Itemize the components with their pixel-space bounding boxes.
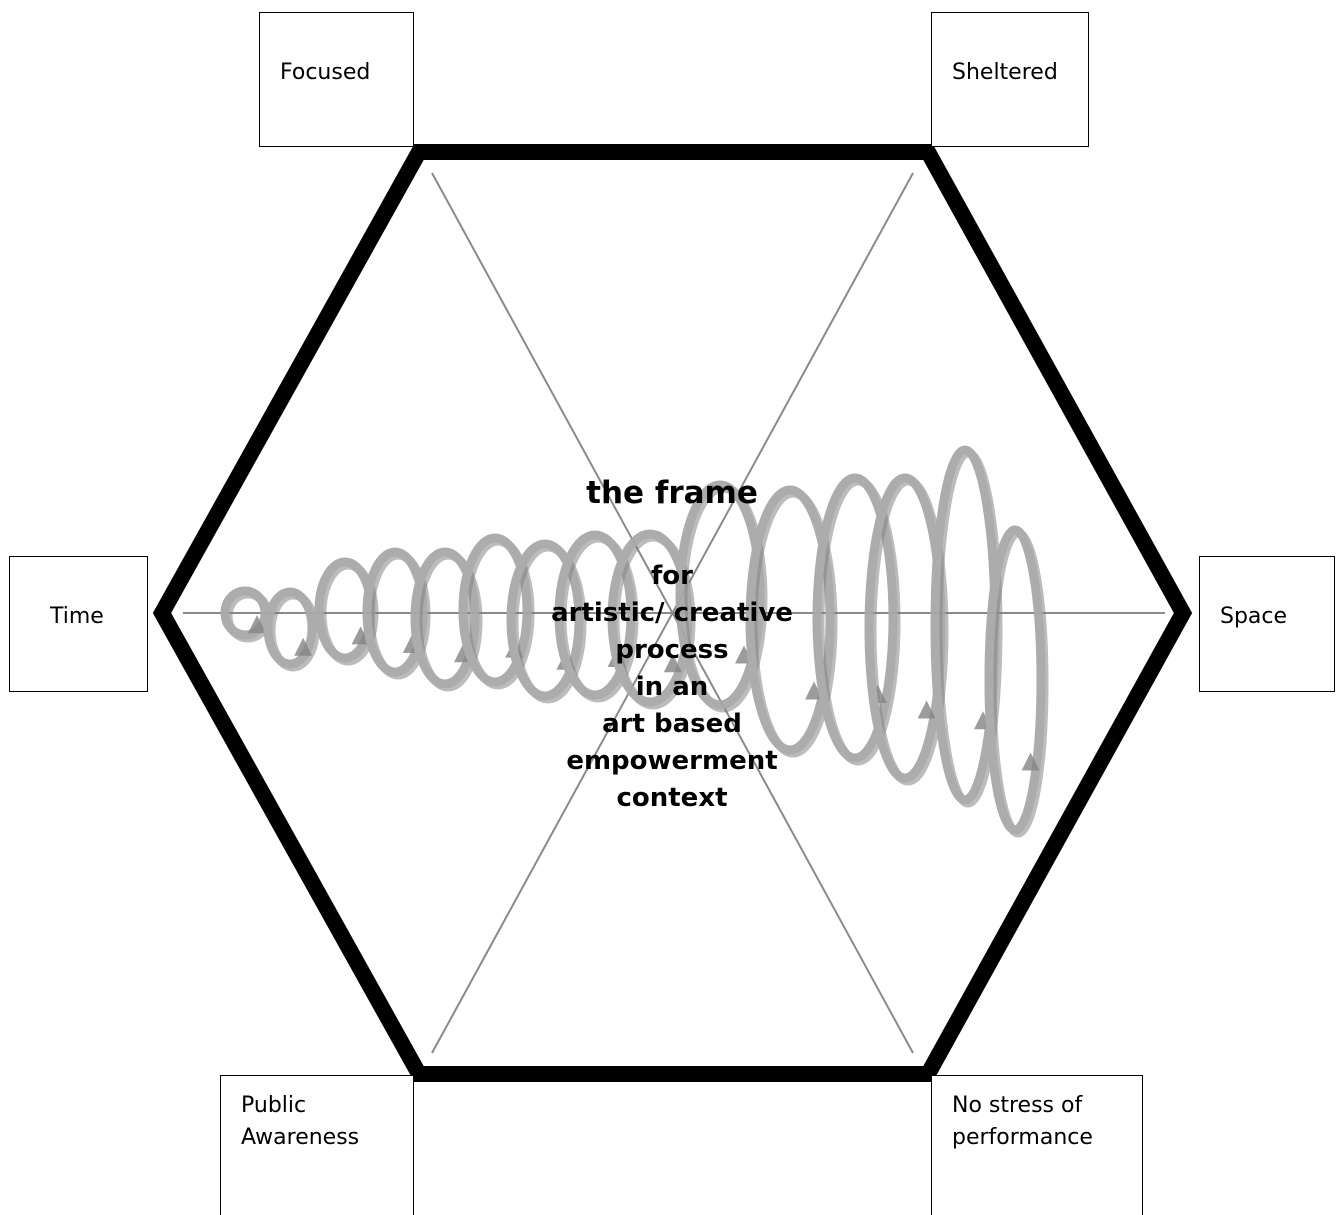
frame-line: process	[615, 635, 729, 665]
frame-line: for	[651, 561, 693, 591]
spiral-loop	[362, 547, 428, 677]
corner-label-no-stress: No stress of performance	[952, 1093, 1093, 1150]
spiral-loop	[675, 480, 765, 710]
spiral-loop	[984, 525, 1046, 835]
spiral-loop	[745, 485, 835, 755]
corner-box-public-awareness: Public Awareness	[220, 1075, 414, 1215]
spiral-arrowhead	[248, 615, 266, 634]
hexagon-frame	[152, 144, 1193, 1082]
frame-line: in an	[635, 672, 709, 702]
corner-box-sheltered: Sheltered	[931, 12, 1089, 147]
corner-label-time: Time	[50, 604, 104, 629]
corner-box-space: Space	[1199, 556, 1335, 692]
spiral-arrowhead	[351, 626, 370, 645]
frame-line: artistic/ creative	[551, 598, 793, 628]
frame-line: context	[616, 783, 728, 813]
frame-description: for artistic/ creative process in an art…	[472, 558, 872, 817]
corner-label-space: Space	[1220, 604, 1288, 629]
spiral-loop	[410, 547, 480, 689]
corner-label-sheltered: Sheltered	[952, 60, 1058, 85]
corner-label-public-awareness: Public Awareness	[241, 1093, 360, 1150]
frame-center-text: the frame for artistic/ creative process…	[472, 470, 872, 817]
spiral-arrowhead	[1021, 752, 1040, 771]
spiral-arrowhead	[805, 681, 823, 700]
spiral-loop	[554, 530, 636, 700]
spiral-loop	[812, 473, 898, 763]
frame-line: empowerment	[566, 746, 778, 776]
spiral-loop	[864, 473, 946, 783]
spiral-loop	[263, 587, 317, 669]
spiral-loop	[458, 533, 532, 687]
frame-title: the frame	[586, 475, 758, 511]
spiral-loop	[506, 539, 584, 701]
spiral-arrowhead	[663, 654, 682, 673]
spiral-arrowhead	[917, 700, 936, 719]
frame-line: art based	[602, 709, 742, 739]
corner-box-no-stress: No stress of performance	[931, 1075, 1143, 1215]
spoke-diagonal-up	[431, 172, 914, 1054]
spiral-arrowhead	[294, 637, 313, 656]
spiral-arrow-icon	[220, 445, 1049, 838]
spiral-loop	[220, 586, 270, 640]
corner-box-time: Time	[9, 556, 148, 692]
corner-box-focused: Focused	[259, 12, 414, 147]
corner-label-focused: Focused	[280, 60, 371, 85]
